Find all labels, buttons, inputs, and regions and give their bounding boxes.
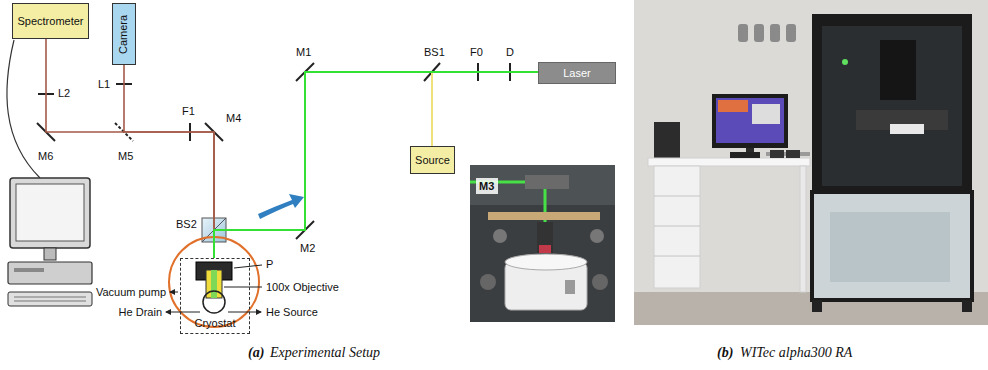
stage-label — [890, 124, 924, 134]
beam-path — [214, 72, 538, 258]
objective-leader — [224, 287, 262, 288]
camera-box: Camera — [112, 3, 136, 65]
monitor — [712, 94, 788, 148]
drive-slot — [14, 268, 44, 272]
caption-text: Experimental Setup — [270, 344, 380, 361]
status-light — [842, 59, 848, 65]
cryostat-region: Cryostat — [180, 258, 250, 334]
objective-beam — [211, 270, 217, 298]
part-label: M1 — [296, 46, 311, 59]
photo-background — [470, 165, 615, 322]
lab-photo — [634, 0, 988, 325]
part-label: F1 — [182, 105, 195, 118]
computer-icon — [7, 40, 92, 306]
part-label: L1 — [98, 78, 110, 91]
enclosure-glass — [822, 26, 962, 186]
desk-top — [648, 158, 810, 166]
photo-wall — [470, 165, 615, 205]
caption-text: (a) — [248, 344, 264, 361]
inset-photo — [470, 165, 615, 322]
caption-text: WITec alpha300 RA — [740, 344, 852, 361]
photo-mount — [525, 175, 569, 189]
table-foot — [812, 300, 822, 312]
part-label: D — [506, 46, 514, 59]
drawer-lines — [654, 196, 700, 256]
cryostat-body — [203, 291, 225, 313]
p-leader — [234, 265, 262, 268]
wall-outlets — [738, 24, 796, 42]
part-label: L2 — [58, 87, 70, 100]
desk-box — [770, 150, 784, 158]
node-text: Source — [415, 154, 450, 167]
table-panel — [830, 212, 950, 282]
screen-window — [718, 100, 748, 112]
microscope-head — [880, 40, 916, 100]
outlet — [786, 24, 796, 42]
part-label: He Source — [266, 306, 318, 319]
outlet — [738, 24, 748, 42]
part-label: P — [266, 258, 273, 271]
table-foot — [962, 300, 972, 312]
objective — [206, 270, 222, 298]
keyboard — [730, 152, 760, 158]
photo-wall — [634, 0, 988, 325]
laser-box: Laser — [538, 62, 616, 84]
node-text: Camera — [118, 14, 131, 53]
keyboard — [8, 292, 92, 306]
part-label: Vacuum pump — [96, 286, 166, 299]
photo-knob — [493, 229, 507, 243]
photo-bench — [488, 212, 600, 220]
outlet — [754, 24, 764, 42]
screen-window — [752, 104, 780, 124]
monitor-screen — [16, 184, 84, 241]
photo-cryostat-top — [505, 254, 587, 270]
desk-device — [654, 122, 680, 158]
pump-arrow — [170, 292, 178, 293]
part-label: He Drain — [119, 306, 162, 319]
monitor-frame — [10, 178, 90, 248]
photo-knob — [592, 274, 608, 290]
computer-case — [8, 262, 92, 284]
part-label: M6 — [38, 150, 53, 163]
node-text: Cryostat — [195, 317, 236, 330]
node-text: Spectrometer — [17, 15, 83, 28]
photo-objective-ring — [539, 245, 551, 253]
part-label: M5 — [118, 150, 133, 163]
photo-knob — [590, 229, 604, 243]
desk-leg — [800, 166, 806, 292]
part-label: M4 — [226, 112, 241, 125]
enclosure — [812, 14, 972, 192]
part-label: M3 — [479, 180, 494, 193]
monitor-screen — [716, 98, 784, 143]
cable — [7, 40, 40, 178]
node-text: Laser — [563, 67, 591, 80]
beam-path — [124, 65, 214, 258]
desk-box — [786, 150, 800, 158]
keyboard-keys — [14, 297, 86, 301]
label-patch — [476, 178, 498, 194]
source-box: Source — [410, 146, 455, 174]
monitor-stand — [44, 248, 56, 260]
drawer-unit — [654, 166, 700, 288]
source-arrow — [228, 312, 261, 313]
part-label: F0 — [470, 46, 483, 59]
photo-knob — [480, 274, 496, 290]
optics — [37, 63, 510, 239]
part-label: M2 — [300, 242, 315, 255]
part-label: BS2 — [176, 218, 197, 231]
photo-port — [565, 280, 575, 294]
outlet — [770, 24, 780, 42]
part-label: 100x Objective — [266, 281, 339, 294]
zoom-arrow — [258, 194, 304, 219]
drain-arrow — [166, 312, 200, 313]
table-frame — [812, 192, 972, 300]
instrument-box: Spectrometer — [12, 3, 89, 39]
part-label: BS1 — [424, 46, 445, 59]
caption-text: (b) — [717, 344, 733, 361]
beam-path — [46, 39, 214, 258]
